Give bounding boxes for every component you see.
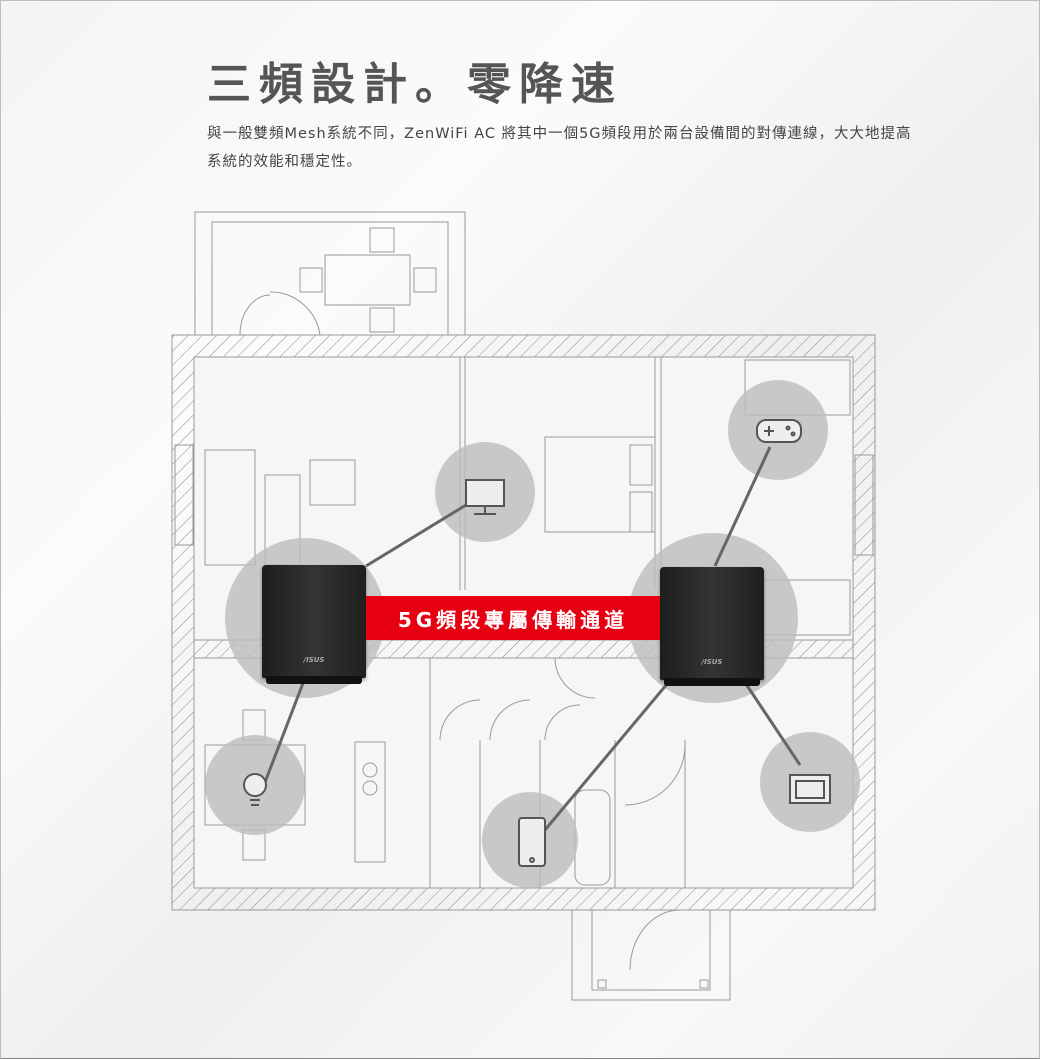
asus-logo: /ISUS <box>701 658 723 666</box>
page-title: 三頻設計。零降速 <box>207 59 623 110</box>
router-left: /ISUS <box>262 565 366 684</box>
gamepad-icon <box>756 419 802 443</box>
laptop-icon <box>789 774 831 804</box>
smartphone-icon <box>518 817 546 867</box>
5g-backhaul-banner: 5G頻段專屬傳輸通道 <box>366 596 660 640</box>
lightbulb-icon <box>243 773 267 806</box>
tv-icon <box>465 479 505 515</box>
asus-logo: /ISUS <box>303 656 325 664</box>
description: 與一般雙頻Mesh系統不同，ZenWiFi AC 將其中一個5G頻段用於兩台設備… <box>207 126 912 170</box>
router-right: /ISUS <box>660 567 764 686</box>
